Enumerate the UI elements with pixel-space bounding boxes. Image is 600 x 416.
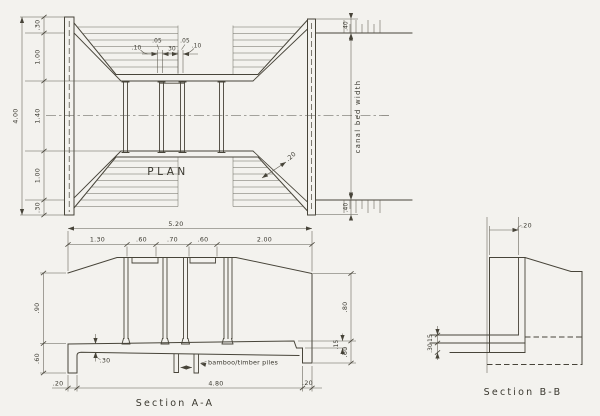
bb-wall-inner-lines — [518, 257, 526, 353]
plan-hatch-bottom-right — [233, 160, 304, 207]
plan-hatch-top-left — [77, 26, 178, 68]
plan-gate-grooves — [121, 81, 226, 153]
plan-apron-edges — [177, 25, 234, 207]
plan-groove-dim-10-right: .10 — [192, 44, 202, 50]
plan-canal-bed-width-label: canal bed width — [354, 80, 362, 154]
aa-dim-20-left: .20 — [53, 381, 64, 388]
plan-bank-ticks-bottom — [343, 200, 381, 213]
plan-bank-ticks-top — [343, 20, 381, 33]
bb-dim-30: .30 — [428, 343, 434, 353]
plan-dim-40-bottom: .40 — [344, 202, 350, 212]
section-aa-title: Section A-A — [136, 398, 215, 409]
plan-headwall-left — [64, 16, 75, 216]
plan-canal-bed-edges — [315, 32, 413, 201]
aa-dim-60a: .60 — [136, 237, 147, 244]
aa-dim-200: 2.00 — [257, 237, 272, 244]
plan-hatch-top-right — [233, 26, 302, 68]
plan-groove-dim-30: 30 — [168, 47, 176, 53]
plan-right-extension-lines — [315, 18, 358, 215]
bb-dim-20: .20 — [521, 223, 532, 230]
bb-dim-15: .15 — [428, 334, 434, 344]
plan-view: .30 1.00 1.40 1.00 .30 4.00 .10 .05 30 .… — [13, 13, 413, 221]
aa-dim-60-right: .60 — [342, 347, 349, 358]
plan-groove-dim-05-right: .05 — [180, 39, 190, 45]
aa-dim-20-right: .20 — [302, 380, 313, 387]
bb-dim-20-line — [489, 225, 522, 231]
section-bb-view: .20 .15 .30 Section B-B — [428, 217, 583, 398]
aa-dim-60-left: .60 — [34, 353, 41, 364]
aa-piles-label: bamboo/timber piles — [208, 359, 279, 367]
plan-dim-100-bottom: 1.00 — [35, 168, 42, 183]
aa-groove-lines — [123, 257, 233, 339]
plan-title: PLAN — [147, 166, 188, 178]
aa-left-extensions — [40, 272, 66, 374]
aa-dim-15: .15 — [334, 339, 340, 349]
aa-groove-feet — [121, 337, 234, 345]
aa-dim-130: 1.30 — [90, 237, 105, 244]
aa-dim-30-floor: .30 — [100, 358, 111, 365]
plan-dim-top-30: .30 — [35, 20, 42, 31]
aa-dim-90: .90 — [34, 303, 41, 314]
plan-groove-dim-10-left: .10 — [132, 46, 142, 52]
aa-outline — [67, 257, 313, 374]
section-aa-view: bamboo/timber piles 5.20 1.30 .60 .70 .6… — [34, 221, 356, 409]
plan-wall-thickness-label: .20 — [285, 151, 298, 163]
plan-headwall-right — [307, 18, 316, 216]
plan-walls-outer — [73, 19, 309, 212]
bb-floor-lines — [429, 334, 526, 353]
section-bb-title: Section B-B — [484, 387, 563, 398]
plan-dim-100-top: 1.00 — [35, 49, 42, 64]
plan-groove-dim-leaders — [140, 44, 195, 55]
plan-dim-40-top: .40 — [344, 21, 350, 31]
aa-piles-leader — [200, 361, 207, 364]
aa-dim-60b: .60 — [198, 237, 209, 244]
aa-piles — [173, 353, 199, 374]
plan-dim-bottom-30: .30 — [35, 202, 42, 213]
aa-top-extensions — [67, 231, 313, 272]
plan-left-extension-lines — [20, 16, 121, 216]
bb-hidden-lines — [487, 336, 582, 365]
aa-dim-520: 5.20 — [168, 221, 183, 228]
aa-bottom-extensions — [67, 366, 313, 392]
plan-groove-dim-05-left: .05 — [152, 39, 162, 45]
bb-top-extensions — [489, 217, 519, 255]
plan-groove-dim-ticks — [157, 50, 184, 73]
aa-notches — [131, 257, 216, 264]
plan-walls-inner — [73, 28, 309, 203]
bb-wall-outline — [489, 257, 583, 365]
aa-dim-80: .80 — [342, 302, 349, 313]
plan-hatch-bottom-left — [75, 160, 178, 207]
plan-dim-overall-400: 4.00 — [13, 108, 20, 123]
aa-right-extensions — [298, 273, 356, 364]
plan-dim-140: 1.40 — [35, 108, 42, 123]
aa-dim-70: .70 — [167, 237, 178, 244]
aa-dim-480: 4.80 — [208, 381, 223, 388]
